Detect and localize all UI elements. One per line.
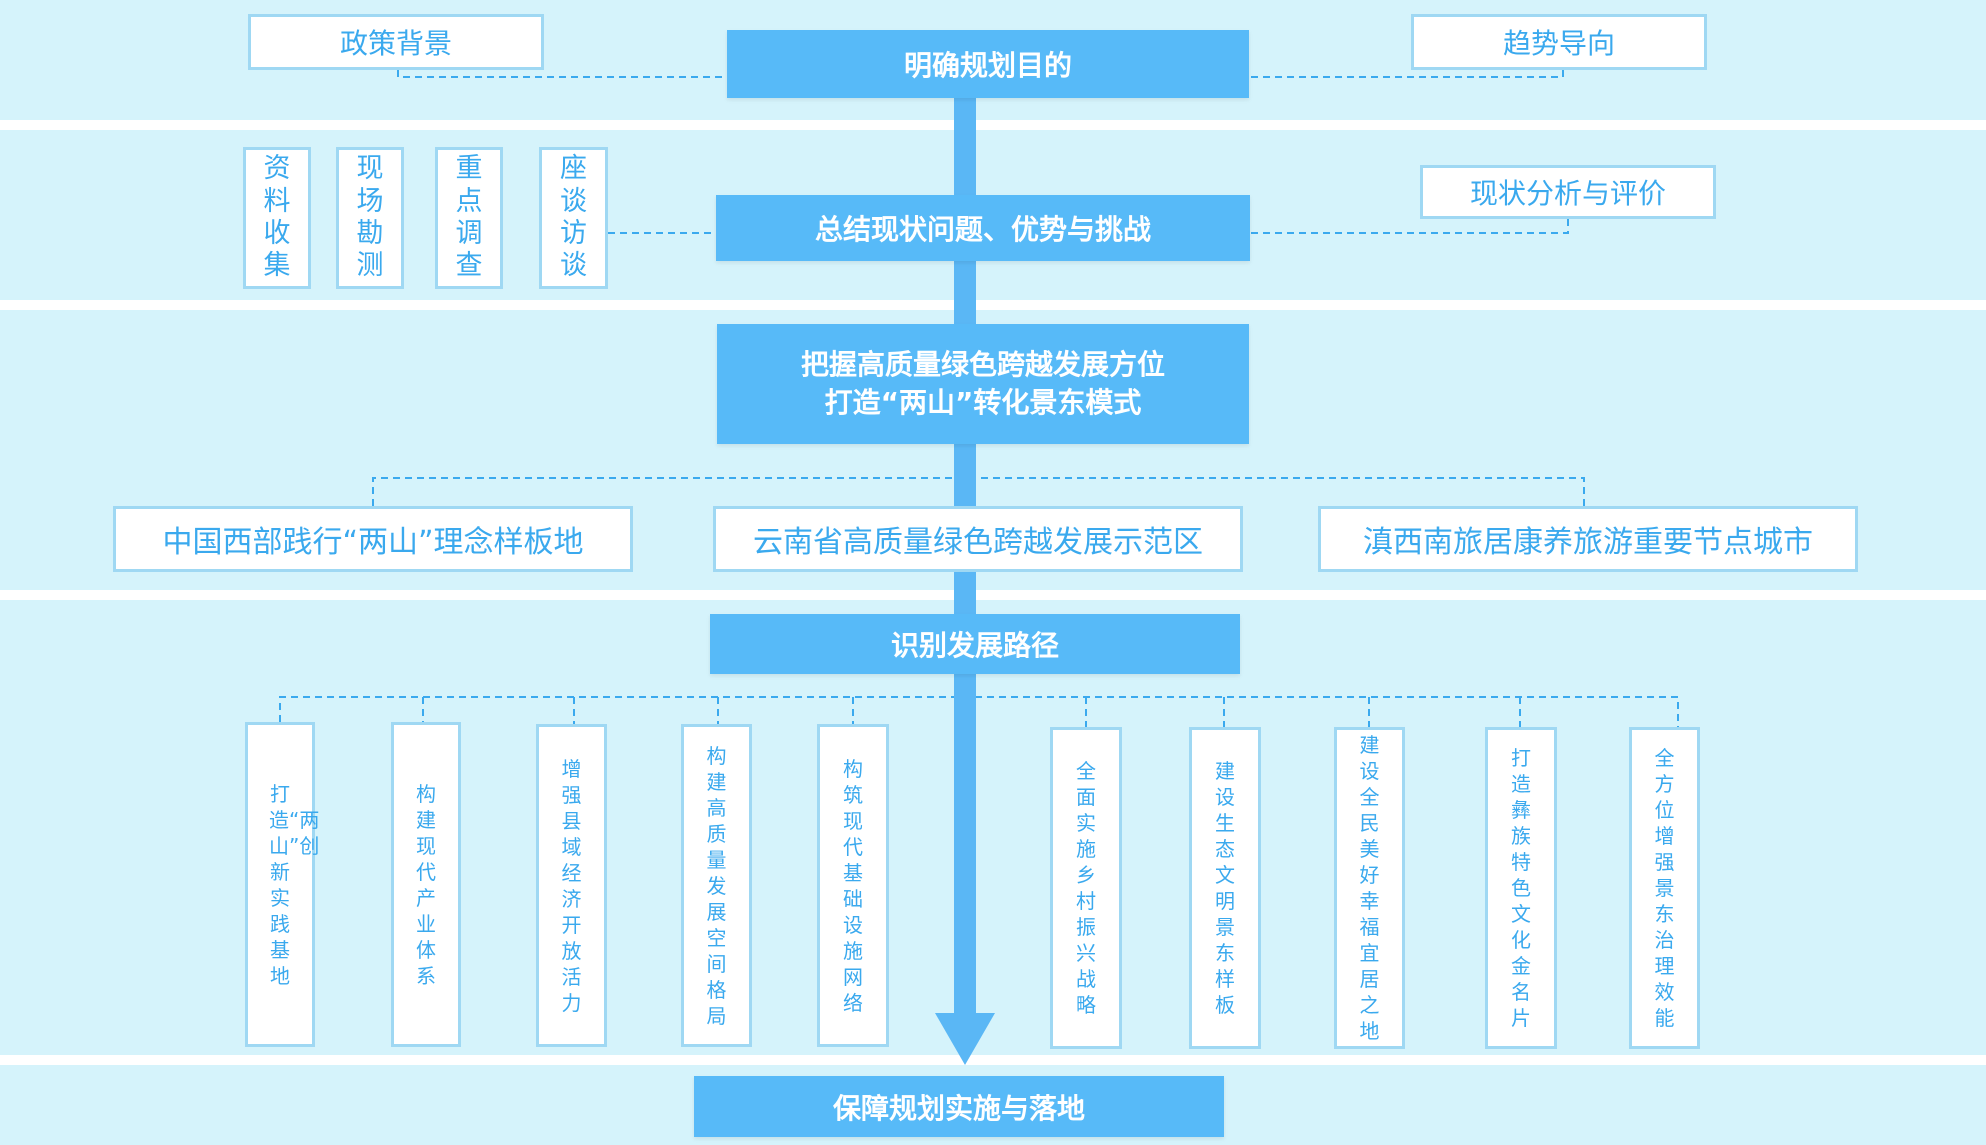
link-trend	[1250, 70, 1564, 78]
link-positions-bus	[372, 477, 1585, 506]
link-paths-bus	[279, 696, 1679, 727]
position-box-yunnan-demo: 云南省高质量绿色跨越发展示范区	[713, 506, 1243, 572]
step-summarize-status: 总结现状问题、优势与挑战	[716, 195, 1250, 261]
step-identify-paths: 识别发展路径	[710, 614, 1240, 674]
step-clarify-purpose-label: 明确规划目的	[903, 49, 1072, 82]
path-box-10: 全方位增强景东治理效能	[1629, 727, 1700, 1049]
path-box-6: 全面实施乡村振兴战略	[1050, 727, 1122, 1049]
position-label: 滇西南旅居康养旅游重要节点城市	[1363, 525, 1813, 560]
step-grasp-position-line1: 把握高质量绿色跨越发展方位	[800, 348, 1165, 381]
step-clarify-purpose: 明确规划目的	[727, 30, 1249, 98]
step-ensure-implementation: 保障规划实施与落地	[694, 1076, 1224, 1137]
research-box-key-investigation: 重点调查	[435, 147, 503, 289]
path-box-7: 建设生态文明景东样板	[1189, 727, 1261, 1049]
research-label: 座谈访谈	[560, 153, 587, 282]
path-label: 打造彝族特色文化金名片	[1511, 746, 1531, 1030]
position-box-west-china: 中国西部践行“两山”理念样板地	[113, 506, 633, 572]
status-analysis-box: 现状分析与评价	[1420, 165, 1716, 219]
path-label: 建设生态文明景东样板	[1215, 759, 1235, 1017]
position-label: 中国西部践行“两山”理念样板地	[162, 525, 584, 560]
path-label: 全面实施乡村振兴战略	[1076, 759, 1096, 1017]
path-box-8: 建设全民美好幸福宜居之地	[1334, 727, 1405, 1049]
path-box-4: 构建高质量发展空间格局	[681, 724, 752, 1047]
step-identify-paths-label: 识别发展路径	[890, 629, 1059, 662]
step-grasp-position: 把握高质量绿色跨越发展方位 打造“两山”转化景东模式	[717, 324, 1249, 444]
step-ensure-implementation-label: 保障规划实施与落地	[832, 1091, 1085, 1125]
path-box-9: 打造彝族特色文化金名片	[1485, 727, 1557, 1049]
research-label: 资料收集	[263, 153, 291, 282]
research-box-site-survey: 现场勘测	[336, 147, 404, 289]
link-analysis	[1250, 219, 1569, 234]
trend-direction-label: 趋势导向	[1502, 27, 1615, 60]
policy-background-box: 政策背景	[248, 14, 544, 70]
path-box-1: 打造“两山”创新实践基地	[245, 722, 320, 1047]
trend-direction-box: 趋势导向	[1411, 14, 1707, 70]
link-path-drops	[422, 697, 1521, 727]
step-summarize-status-label: 总结现状问题、优势与挑战	[814, 213, 1151, 246]
position-label: 云南省高质量绿色跨越发展示范区	[753, 525, 1203, 560]
link-policy	[397, 70, 727, 78]
path-label: 全方位增强景东治理效能	[1654, 746, 1675, 1030]
path-box-2: 构建现代产业体系	[391, 722, 461, 1047]
path-label: 增强县域经济开放活力	[561, 756, 582, 1015]
path-label: 建设全民美好幸福宜居之地	[1359, 733, 1380, 1043]
policy-background-label: 政策背景	[339, 27, 452, 60]
path-label: 构建高质量发展空间格局	[706, 743, 727, 1028]
position-box-tourism-node: 滇西南旅居康养旅游重要节点城市	[1318, 506, 1858, 572]
research-box-interviews: 座谈访谈	[539, 147, 608, 289]
status-analysis-label: 现状分析与评价	[1469, 177, 1666, 210]
research-box-data-collection: 资料收集	[243, 147, 311, 289]
path-label: 打造“两山”创新实践基地	[269, 781, 320, 988]
path-label: 构筑现代基础设施网络	[843, 756, 863, 1015]
step-grasp-position-line2: 打造“两山”转化景东模式	[824, 386, 1142, 419]
path-label: 构建现代产业体系	[416, 781, 436, 988]
research-label: 重点调查	[455, 153, 483, 282]
research-label: 现场勘测	[356, 153, 384, 282]
step-grasp-position-text: 把握高质量绿色跨越发展方位 打造“两山”转化景东模式	[801, 346, 1165, 422]
path-box-5: 构筑现代基础设施网络	[817, 724, 889, 1047]
path-box-3: 增强县域经济开放活力	[536, 724, 607, 1047]
main-flow-arrowhead	[935, 1013, 995, 1065]
